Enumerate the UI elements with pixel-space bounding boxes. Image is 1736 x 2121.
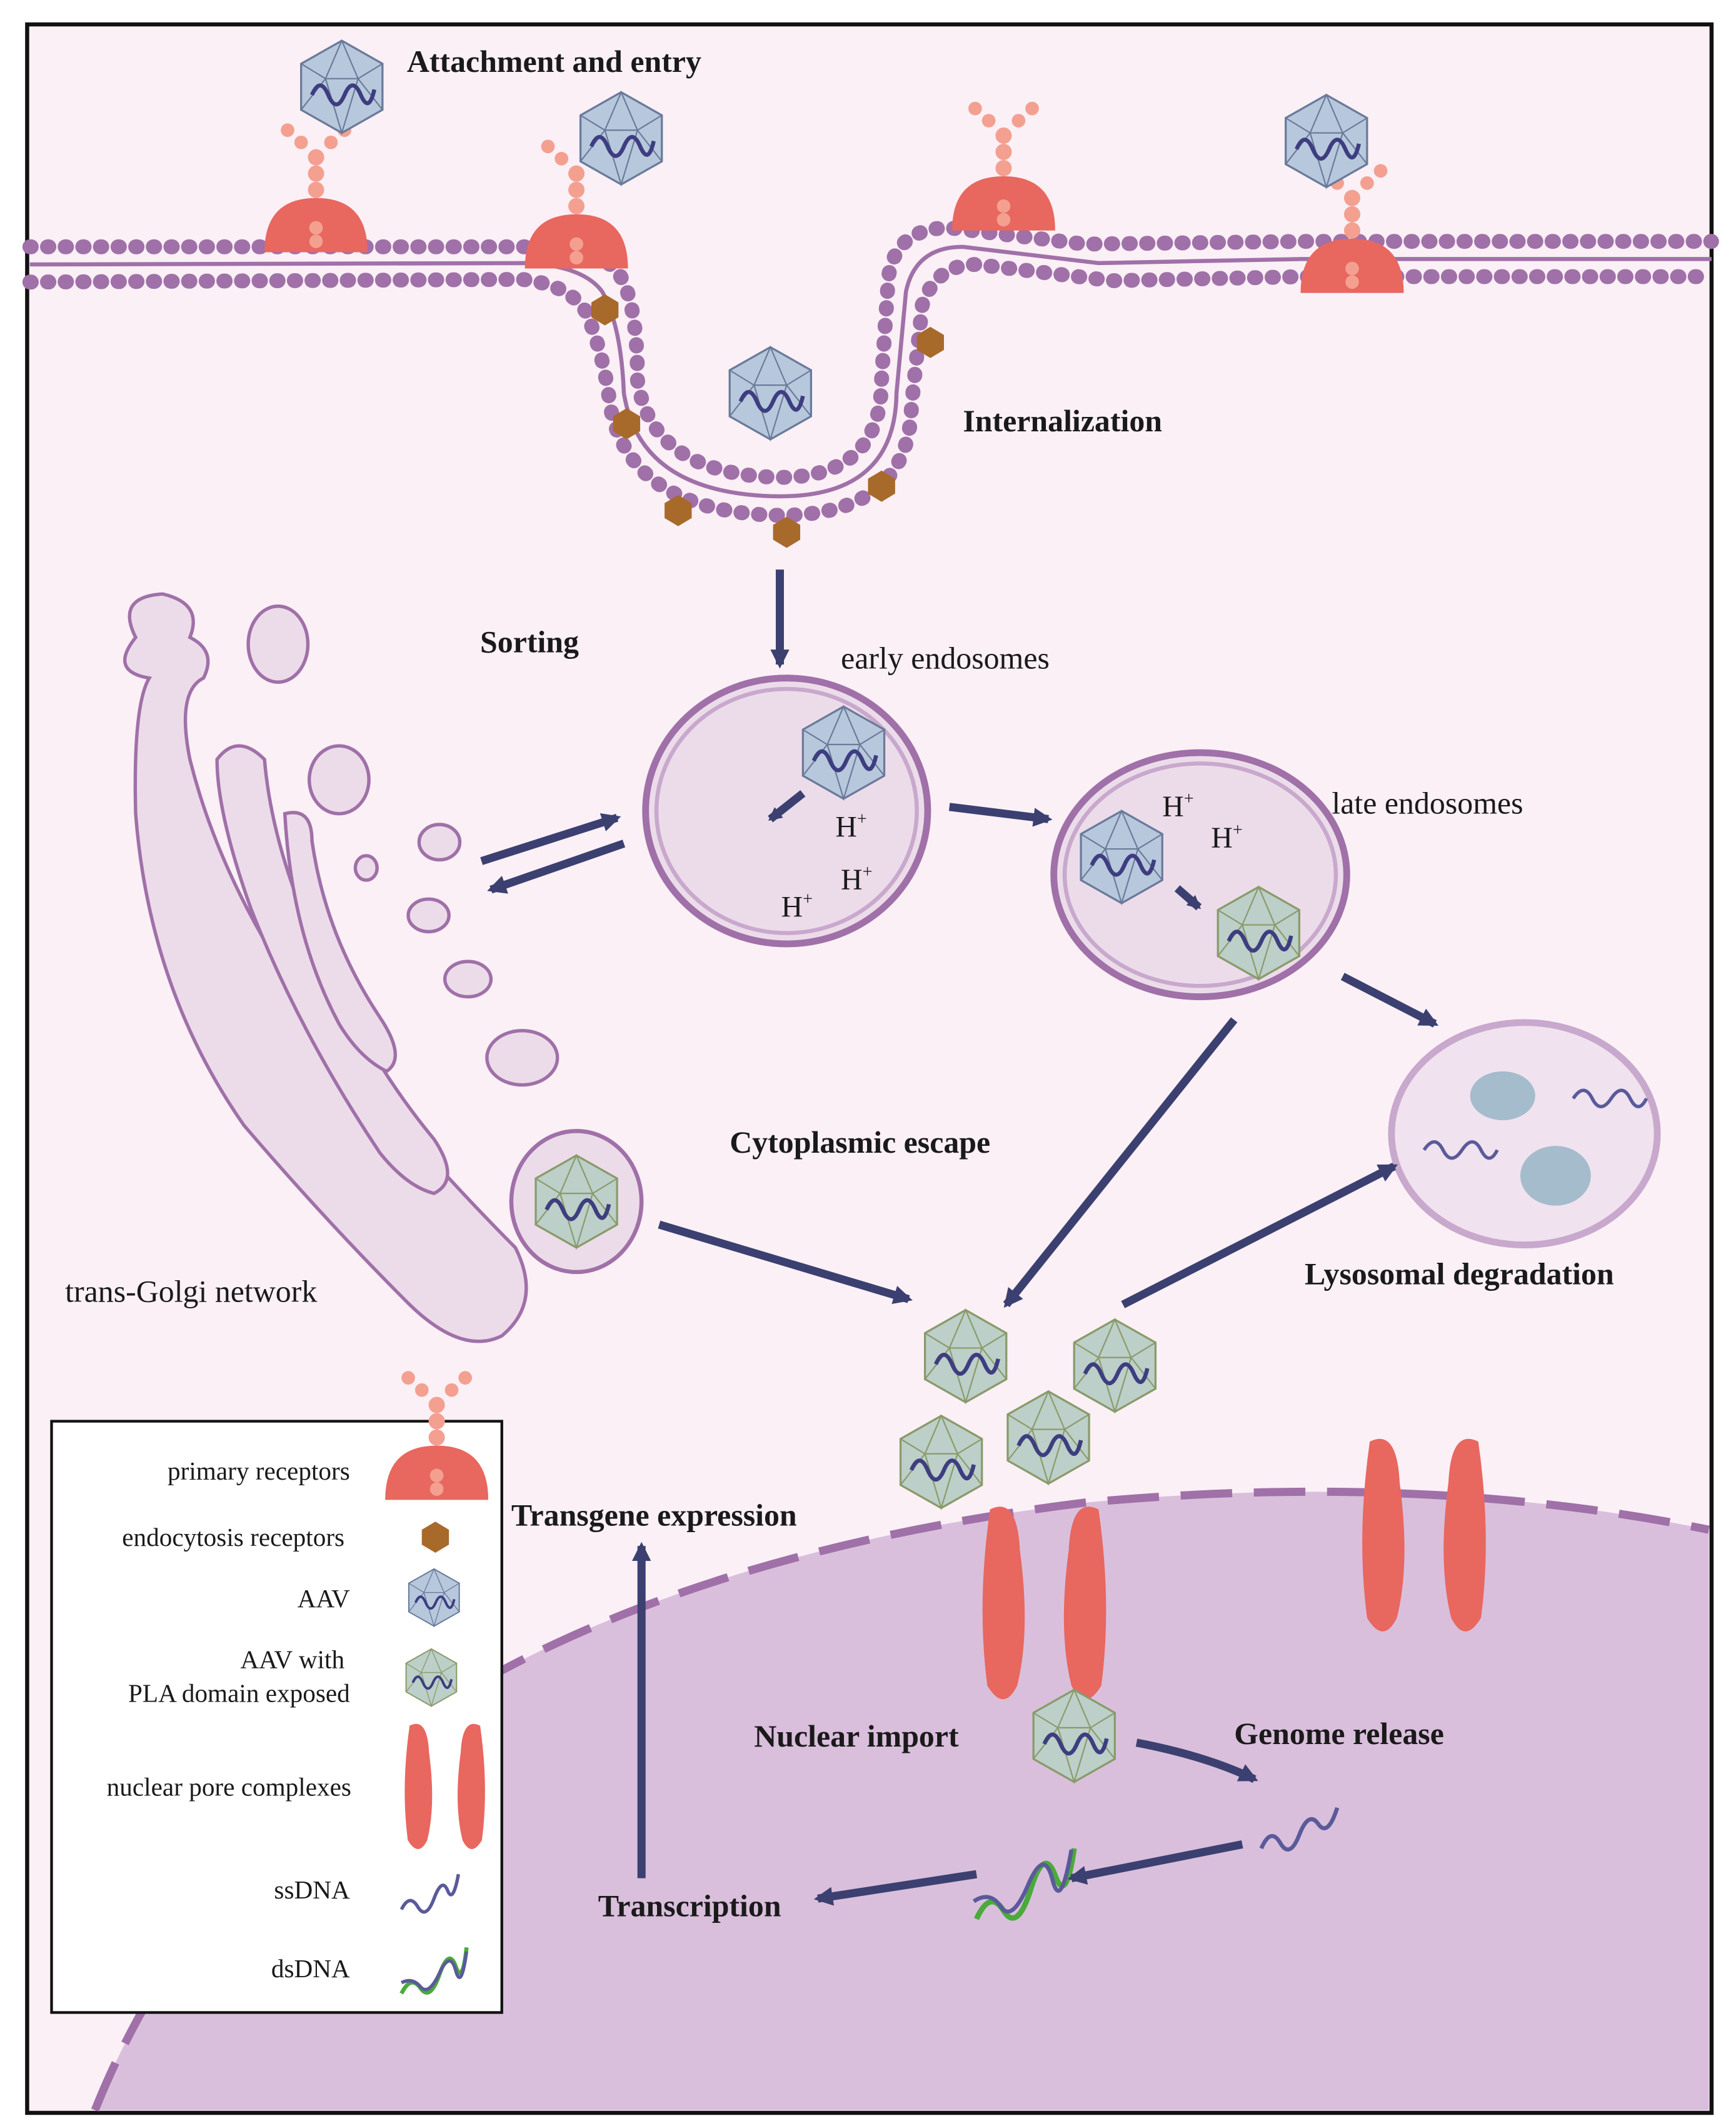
legend-label-dsdna: dsDNA [271,1954,350,1983]
lysosome [1388,1019,1661,1248]
legend-label-endocytosis-receptors: endocytosis receptors [122,1523,344,1552]
proton-labels: H+ H+ H+ H+ H+ [781,789,1243,923]
dsdna-icon [399,1947,469,1995]
label-cytoplasmic-escape: Cytoplasmic escape [730,1125,990,1160]
svg-text:H+: H+ [1211,820,1242,855]
svg-text:H+: H+ [835,810,866,844]
plasma-membrane [22,220,1719,523]
label-sorting: Sorting [480,624,579,659]
legend-label-aav: AAV [298,1584,350,1613]
label-early-endosomes: early endosomes [841,641,1050,676]
legend-label-ssdna: ssDNA [274,1875,350,1904]
label-attachment: Attachment and entry [407,44,701,79]
legend: primary receptors endocytosis receptors … [50,1371,503,2014]
label-nuclear-import: Nuclear import [754,1719,959,1753]
pathway-arrows [480,569,1439,1906]
svg-text:H+: H+ [1162,789,1193,823]
label-lysosomal-degradation: Lysosomal degradation [1305,1256,1614,1291]
label-genome-release: Genome release [1234,1717,1444,1751]
legend-label-aav-pla-1: AAV with [240,1645,344,1673]
legend-label-primary-receptors: primary receptors [168,1457,350,1485]
label-internalization: Internalization [963,404,1162,438]
legend-label-aav-pla-2: PLA domain exposed [128,1679,350,1708]
ssdna-strand [1259,1807,1340,1852]
ssdna-icon [399,1873,460,1914]
dsdna-strand [972,1848,1077,1921]
label-late-endosomes: late endosomes [1332,786,1523,821]
svg-text:H+: H+ [841,863,872,897]
label-trans-golgi: trans-Golgi network [65,1275,317,1309]
trans-golgi-network [123,592,559,1343]
label-transgene-expression: Transgene expression [511,1498,797,1533]
svg-text:H+: H+ [781,890,813,924]
label-transcription: Transcription [598,1888,781,1923]
legend-label-nuclear-pore: nuclear pore complexes [107,1772,351,1801]
